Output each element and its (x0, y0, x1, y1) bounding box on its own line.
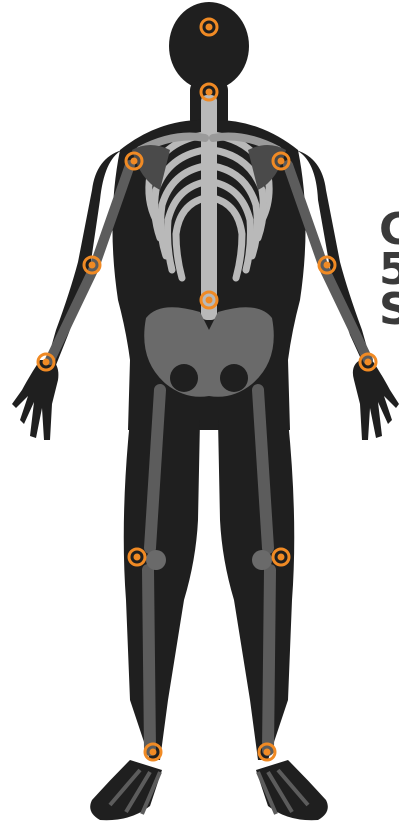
cropped-heading-line-3: S (379, 288, 399, 332)
spine (201, 95, 217, 320)
cropped-heading-line-2: 5 (379, 248, 399, 292)
cropped-heading-line-1: C (379, 208, 399, 252)
